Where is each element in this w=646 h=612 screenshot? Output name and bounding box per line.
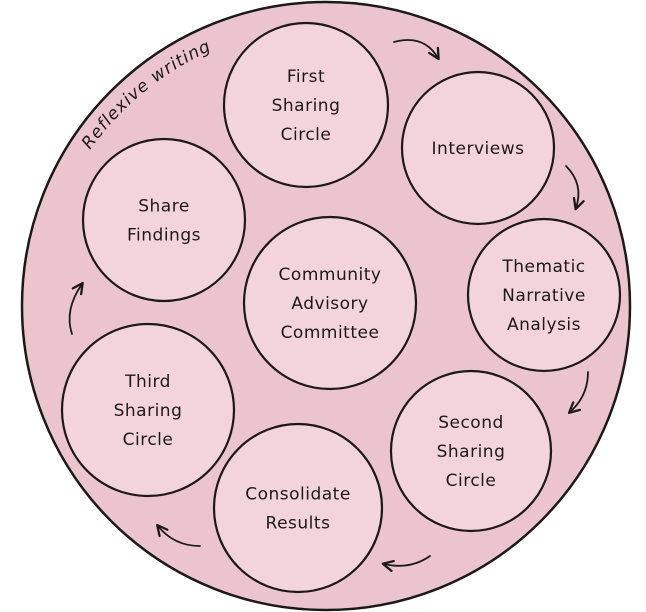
arrow-second-to-consolidate: [381, 555, 431, 573]
stage-first-sharing-circle-circle: [222, 21, 390, 189]
center-community-advisory-committee-label-line: Committee: [281, 323, 380, 343]
stage-second-sharing-circle-label-line: Circle: [446, 471, 497, 491]
stage-thematic-narrative-analysis-label-line: Analysis: [507, 315, 581, 335]
stage-consolidate-results-circle: [212, 422, 384, 594]
stage-third-sharing-circle-label-line: Circle: [123, 430, 174, 450]
stage-first-sharing-circle-label-line: Sharing: [272, 96, 341, 116]
arrow-consolidate-to-third: [156, 523, 201, 547]
stage-thematic-narrative-analysis-label-line: Narrative: [502, 286, 586, 306]
stage-third-sharing-circle-label-line: Sharing: [114, 401, 183, 421]
stage-second-sharing-circle-circle: [389, 369, 553, 533]
center-community-advisory-committee-circle: [242, 215, 418, 391]
stage-share-findings-label-line: Share: [138, 197, 190, 217]
stage-share-findings-label-line: Findings: [127, 226, 201, 246]
stage-first-sharing-circle-label-line: Circle: [281, 125, 332, 145]
center-community-advisory-committee-label-line: Advisory: [291, 294, 368, 314]
stage-consolidate-results-label-line: Results: [266, 514, 331, 534]
cycle-arrows: [68, 39, 589, 573]
stage-share-findings-circle: [81, 137, 247, 303]
arrow-interviews-to-thematic: [565, 165, 585, 211]
stage-nodes: FirstSharingCircleInterviewsThematicNarr…: [60, 21, 622, 594]
stage-interviews-label-line: Interviews: [432, 139, 525, 159]
arrow-first-to-interviews: [393, 39, 440, 61]
stage-interviews-circle: [400, 70, 556, 226]
arrow-third-to-share: [68, 281, 84, 335]
center-community-advisory-committee-label-line: Community: [279, 265, 382, 285]
stage-third-sharing-circle-circle: [60, 322, 236, 498]
arrow-thematic-to-second: [567, 371, 589, 414]
stage-first-sharing-circle-label-line: First: [287, 67, 325, 87]
stage-thematic-narrative-analysis-circle: [466, 217, 622, 373]
stage-second-sharing-circle-label-line: Sharing: [437, 442, 506, 462]
stage-thematic-narrative-analysis-label-line: Thematic: [501, 257, 585, 277]
stage-third-sharing-circle-label-line: Third: [124, 372, 171, 392]
stage-consolidate-results-label-line: Consolidate: [245, 485, 351, 505]
stage-second-sharing-circle-label-line: Second: [438, 413, 504, 433]
stage-interviews: Interviews: [400, 70, 556, 226]
